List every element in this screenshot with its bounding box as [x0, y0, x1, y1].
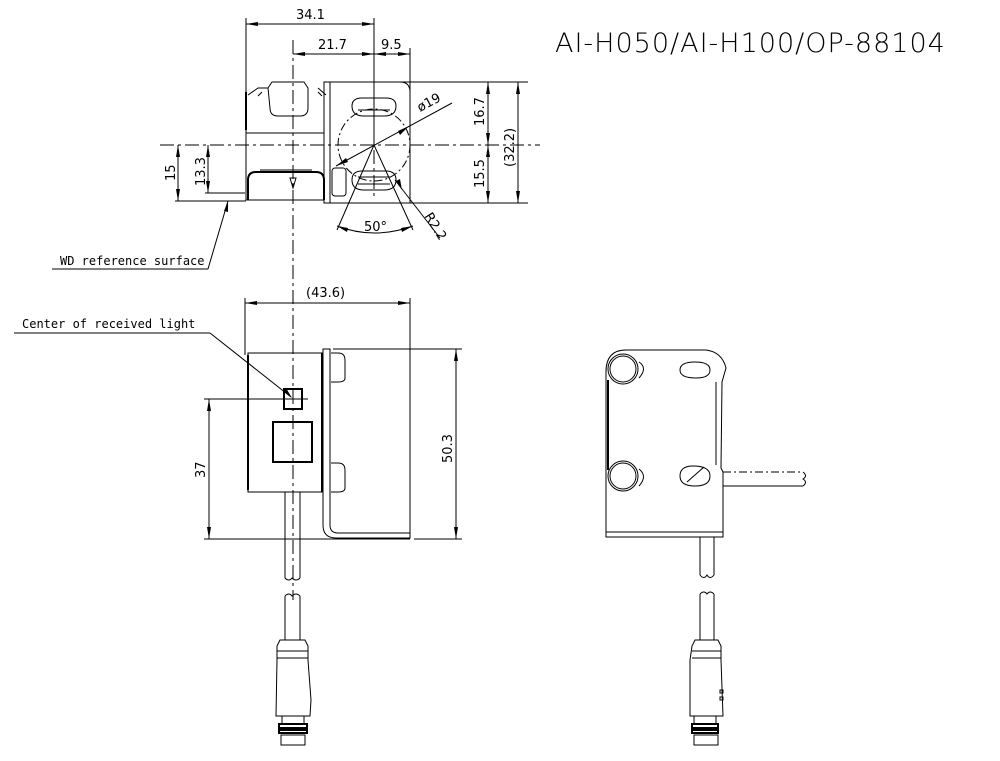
front-view: (43.6) 37 — [14, 286, 462, 746]
dim-15-5: 15.5 — [473, 159, 488, 188]
dim-43-6: (43.6) — [306, 286, 345, 301]
dim-15: 15 — [164, 164, 179, 181]
dim-angle-50: 50° — [364, 220, 387, 235]
wd-reference-surface-label: WD reference surface — [60, 254, 205, 268]
dim-13-3: 13.3 — [194, 157, 209, 186]
center-received-light-label: Center of received light — [22, 317, 195, 331]
dim-34-1: 34.1 — [296, 8, 325, 23]
dim-radius-2-2: R2.2 — [421, 210, 449, 243]
top-view: 34.1 21.7 9.5 — [52, 8, 540, 600]
dim-37: 37 — [194, 461, 209, 478]
dim-diameter-19: ø19 — [415, 91, 444, 116]
dim-21-7: 21.7 — [318, 38, 347, 53]
dim-16-7: 16.7 — [473, 97, 488, 126]
dim-32-2: (32.2) — [503, 128, 518, 167]
drawing-title: AI-H050/AI-H100/OP-88104 — [555, 28, 946, 59]
dim-9-5: 9.5 — [381, 38, 402, 53]
side-view — [605, 349, 806, 746]
dim-50-3: 50.3 — [441, 434, 456, 463]
